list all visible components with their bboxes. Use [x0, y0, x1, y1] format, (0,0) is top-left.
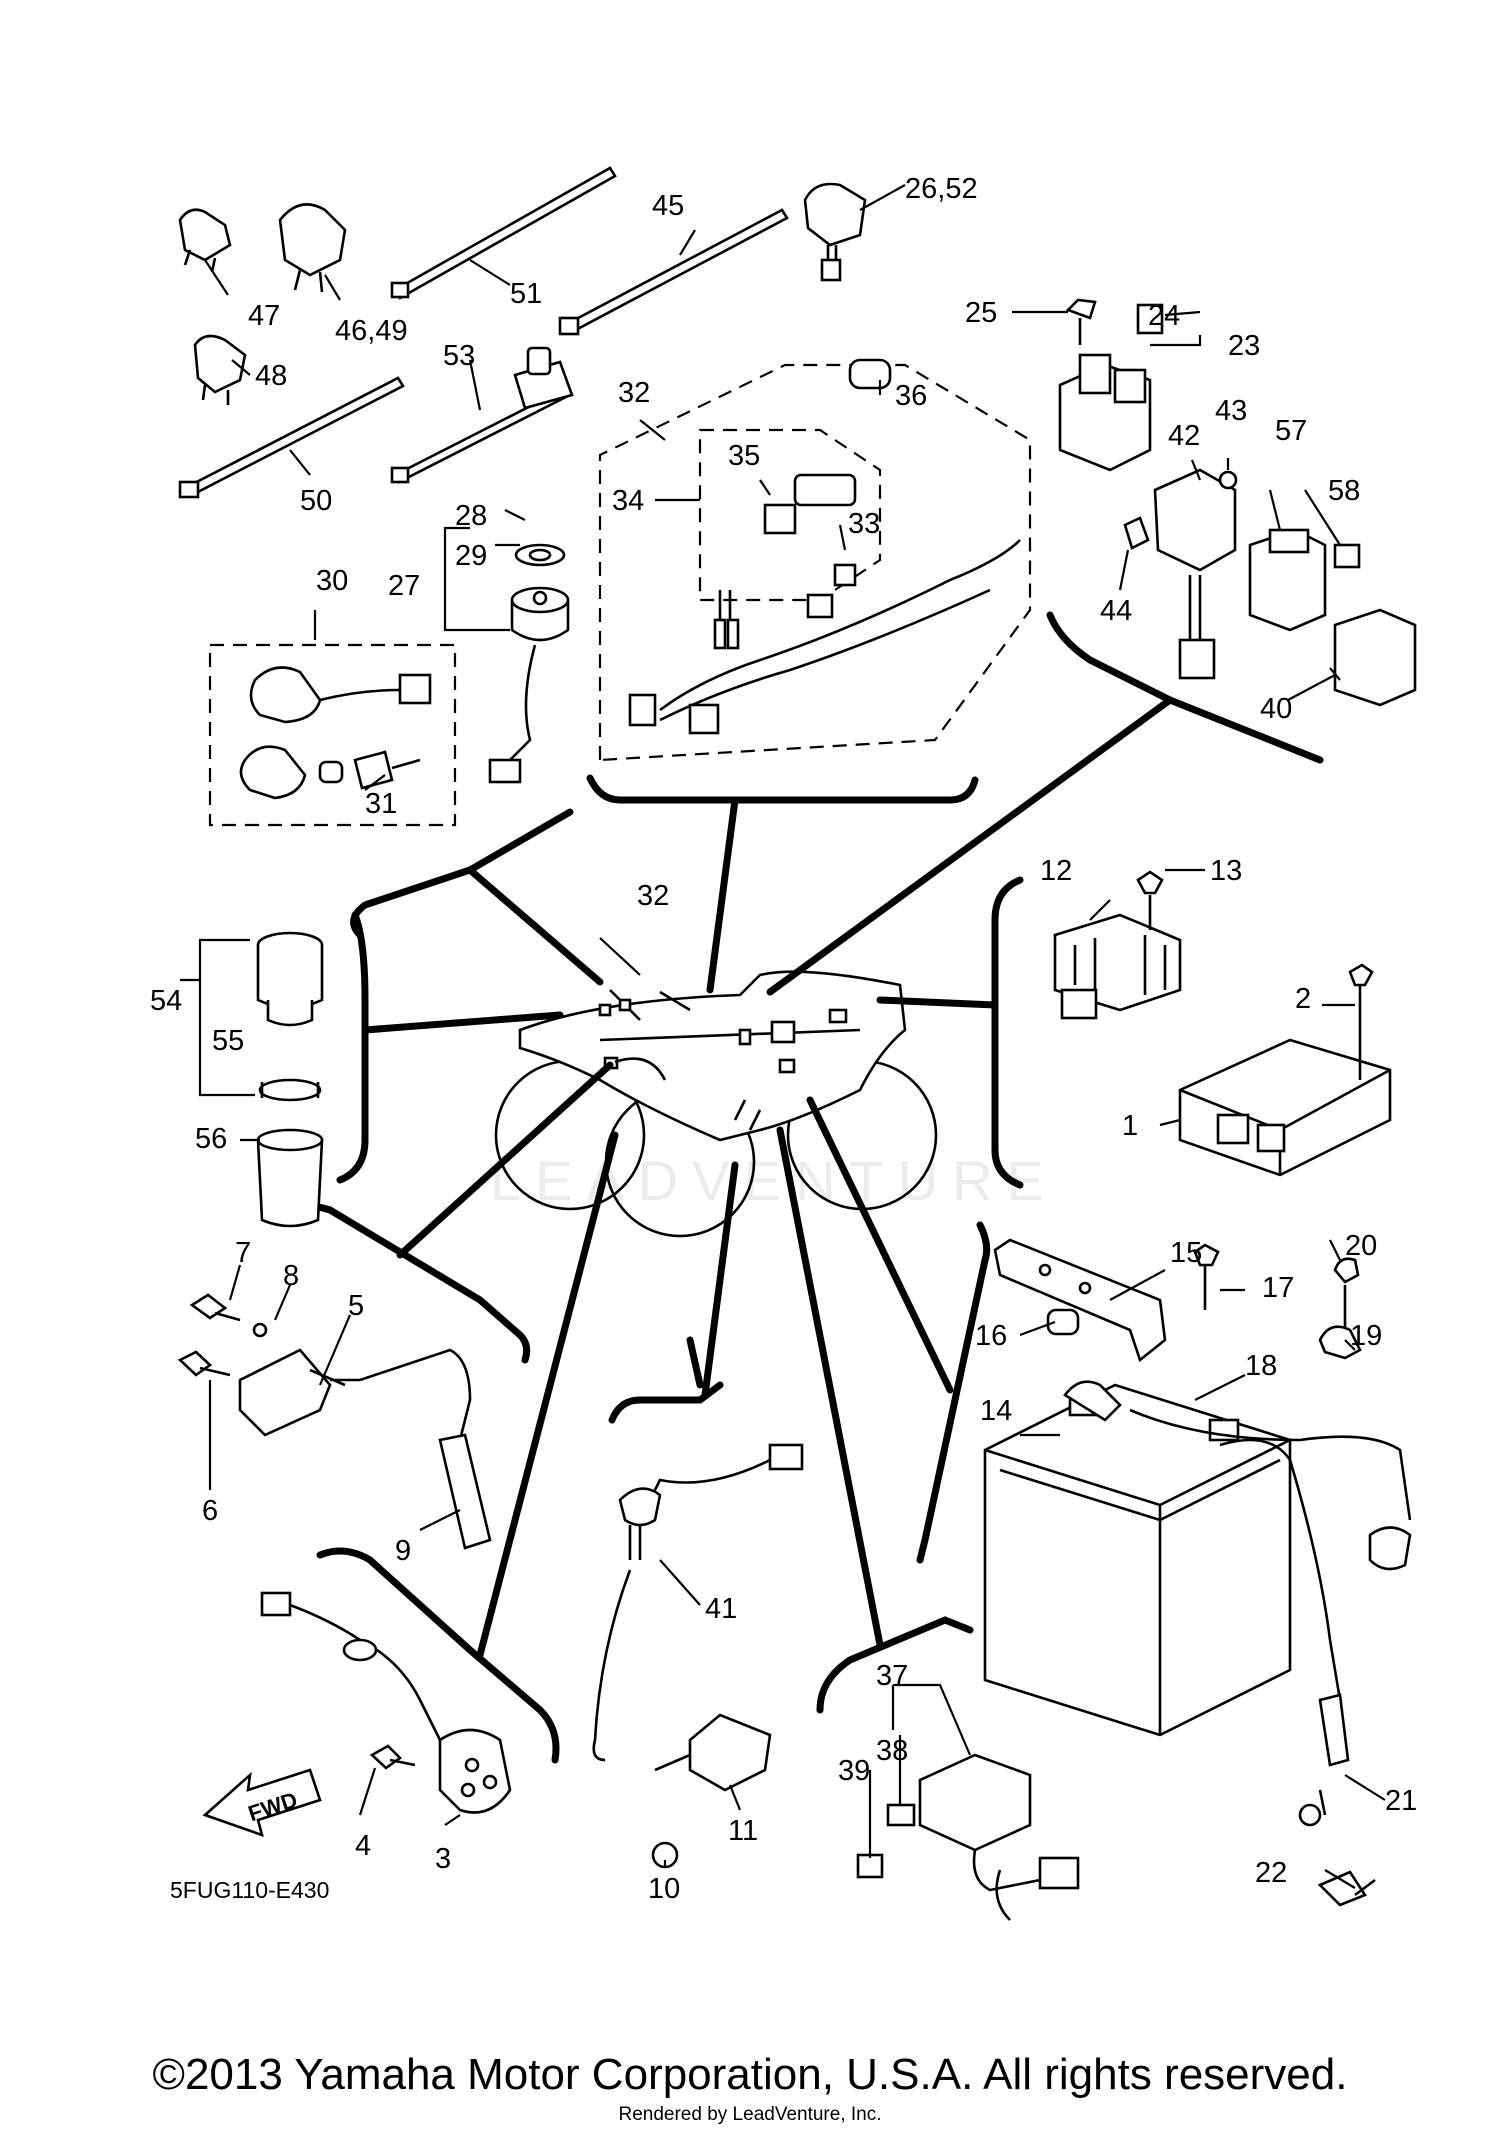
callout-9: 9 — [395, 1535, 411, 1567]
callout-33: 33 — [848, 508, 880, 540]
copyright-notice: ©2013 Yamaha Motor Corporation, U.S.A. A… — [152, 2050, 1348, 2099]
rendered-by-note: Rendered by LeadVenture, Inc. — [618, 2104, 882, 2125]
callout-53: 53 — [443, 340, 475, 372]
callout-22: 22 — [1255, 1857, 1287, 1889]
callout-56: 56 — [195, 1123, 227, 1155]
callout-2: 2 — [1295, 983, 1311, 1015]
callout-1: 1 — [1122, 1110, 1138, 1142]
callout-27: 27 — [388, 570, 420, 602]
callout-13: 13 — [1210, 855, 1242, 887]
callout-36: 36 — [895, 380, 927, 412]
callout-32-mid: 32 — [637, 880, 669, 912]
ignition-coil — [177, 1293, 492, 1550]
callout-37: 37 — [876, 1660, 908, 1692]
callout-42: 42 — [1168, 420, 1200, 452]
callout-15: 15 — [1170, 1237, 1202, 1269]
callout-labels: 47 46,49 48 26,52 51 45 50 53 28 29 27 3… — [150, 173, 1417, 1905]
callout-32-top: 32 — [618, 377, 650, 409]
callout-10: 10 — [648, 1873, 680, 1905]
callout-5: 5 — [348, 1290, 364, 1322]
callout-50: 50 — [300, 485, 332, 517]
callout-35: 35 — [728, 440, 760, 472]
callout-31: 31 — [365, 788, 397, 820]
callout-16: 16 — [975, 1320, 1007, 1352]
callout-46-49: 46,49 — [335, 315, 408, 347]
callout-6: 6 — [202, 1495, 218, 1527]
group-box-30 — [208, 643, 457, 827]
callout-34: 34 — [612, 485, 644, 517]
callout-14: 14 — [980, 1395, 1012, 1427]
relay-components — [1058, 298, 1417, 707]
battery-assembly — [983, 1238, 1412, 1907]
pickup-coil — [260, 1591, 512, 1814]
callout-24: 24 — [1148, 300, 1180, 332]
callout-39: 39 — [838, 1755, 870, 1787]
callout-7: 7 — [235, 1237, 251, 1269]
callout-26-52: 26,52 — [905, 173, 978, 205]
group-box-34 — [698, 428, 882, 602]
group-box-32 — [598, 363, 1032, 762]
watermark-text: LEADVENTURE — [490, 1149, 1058, 1212]
callout-55: 55 — [212, 1025, 244, 1057]
callout-48: 48 — [255, 360, 287, 392]
callout-leaders — [180, 184, 1386, 1889]
wire-harness — [628, 358, 1021, 735]
callout-58: 58 — [1328, 475, 1360, 507]
callout-17: 17 — [1262, 1272, 1294, 1304]
callout-57: 57 — [1275, 415, 1307, 447]
diagram-code: 5FUG110-E430 — [170, 1877, 329, 1903]
cdi-and-rectifier — [1053, 870, 1392, 1177]
callout-8: 8 — [283, 1260, 299, 1292]
callout-44: 44 — [1100, 595, 1132, 627]
callout-43: 43 — [1215, 395, 1247, 427]
callout-38: 38 — [876, 1735, 908, 1767]
callout-4: 4 — [355, 1830, 371, 1862]
callout-20: 20 — [1345, 1230, 1377, 1262]
clamps-and-bands — [178, 166, 867, 499]
callout-25: 25 — [965, 297, 997, 329]
callout-47: 47 — [248, 300, 280, 332]
callout-23: 23 — [1228, 330, 1260, 362]
callout-51: 51 — [510, 278, 542, 310]
callout-12: 12 — [1040, 855, 1072, 887]
fwd-arrow: FWD — [202, 1768, 322, 1838]
callout-40: 40 — [1260, 693, 1292, 725]
headlight-leads — [239, 666, 432, 800]
callout-41: 41 — [705, 1593, 737, 1625]
callout-19: 19 — [1350, 1320, 1382, 1352]
callout-28: 28 — [455, 500, 487, 532]
callout-45: 45 — [652, 190, 684, 222]
callout-18: 18 — [1245, 1350, 1277, 1382]
main-switch-assembly — [488, 346, 574, 784]
callout-30: 30 — [316, 565, 348, 597]
callout-54: 54 — [150, 985, 182, 1017]
group-leader-lines — [276, 611, 1324, 1764]
callout-3: 3 — [435, 1843, 451, 1875]
accessory-socket — [256, 931, 324, 1228]
neutral-switch — [592, 1443, 804, 1869]
callout-29: 29 — [455, 540, 487, 572]
callout-21: 21 — [1385, 1785, 1417, 1817]
cutoff-relay — [856, 1753, 1080, 1921]
callout-11: 11 — [728, 1815, 758, 1847]
